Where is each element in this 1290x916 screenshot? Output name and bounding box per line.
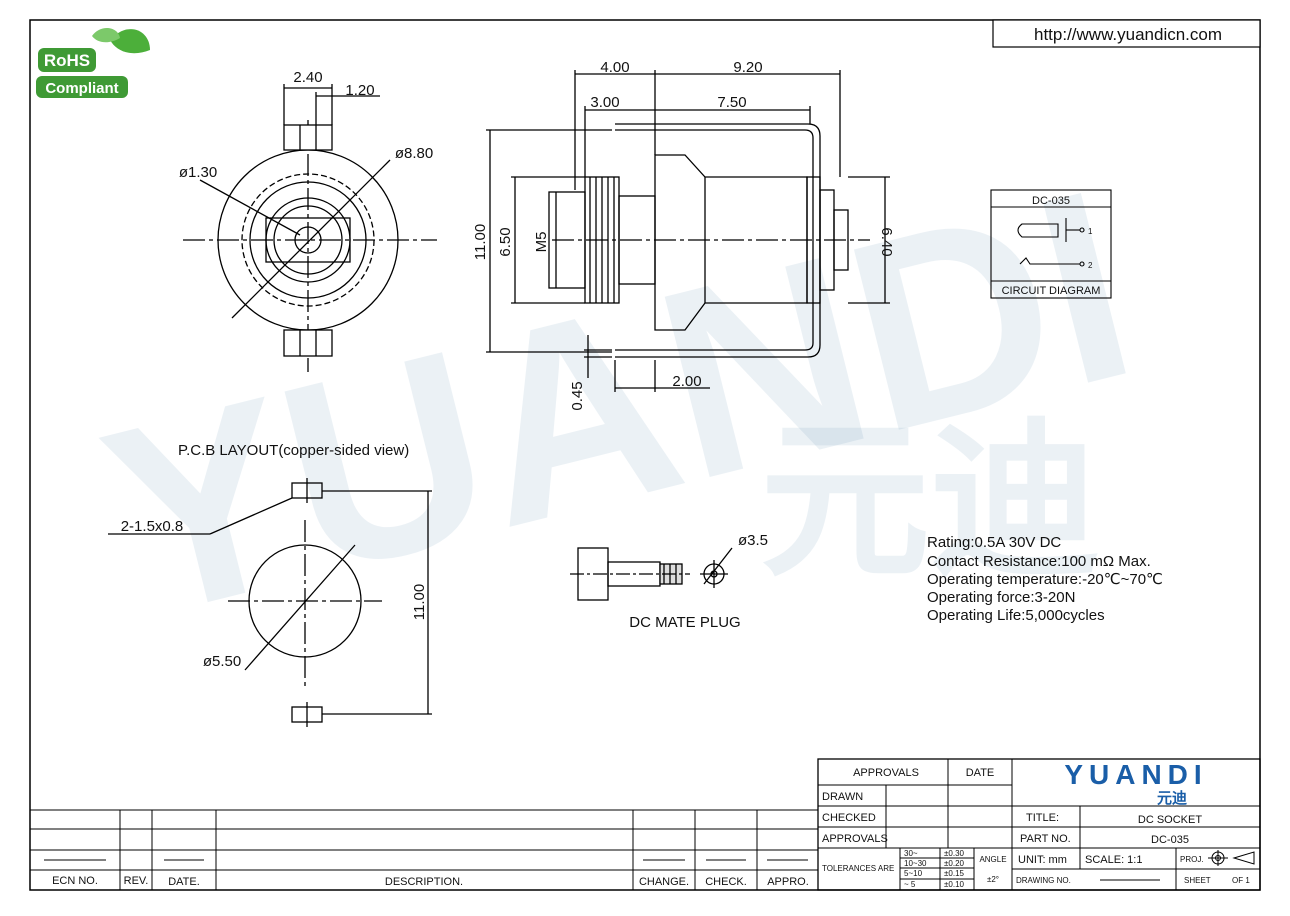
tb-tol-value-3: ±0.15 (944, 869, 965, 878)
rev-change-label: CHANGE. (639, 876, 689, 888)
spec-rating: Rating:0.5A 30V DC (927, 534, 1061, 551)
rohs-text: RoHS (44, 51, 90, 70)
plug-dia-dim: ø3.5 (738, 532, 768, 549)
sheet-border (29, 19, 1261, 891)
tb-unit: UNIT: mm (1018, 854, 1067, 866)
side-dim-4-00: 4.00 (600, 59, 629, 76)
side-dim-0-45: 0.45 (569, 381, 586, 410)
spec-list: Rating:0.5A 30V DC Contact Resistance:10… (927, 534, 1163, 624)
circuit-pin2: 2 (1088, 261, 1093, 270)
url-text: http://www.yuandicn.com (1034, 25, 1222, 44)
front-dim-1-20: 1.20 (345, 82, 374, 99)
pcb-title: P.C.B LAYOUT(copper-sided view) (178, 442, 409, 459)
tb-brand-logo: YUANDI (1064, 759, 1207, 790)
tb-title-value: DC SOCKET (1138, 814, 1202, 826)
pcb-layout (108, 478, 432, 727)
side-dim-3-00: 3.00 (590, 94, 619, 111)
pcb-height-dim: 11.00 (411, 584, 428, 620)
tb-tol-range-3: 5~10 (904, 869, 923, 878)
side-dim-7-50: 7.50 (717, 94, 746, 111)
rev-ecn-label: ECN NO. (52, 875, 98, 887)
rev-desc-label: DESCRIPTION. (385, 876, 463, 888)
mate-plug (570, 547, 733, 601)
compliant-text: Compliant (45, 80, 118, 97)
side-dim-m5: M5 (533, 232, 550, 253)
spec-force: Operating force:3-20N (927, 589, 1075, 606)
watermark-chinese: 元迪 (760, 407, 1100, 597)
pcb-hole-dim: ø5.50 (203, 653, 241, 670)
tb-tol-range-1: 30~ (904, 849, 918, 858)
tb-sheet: SHEET (1184, 876, 1211, 885)
tb-angle-value: ±2° (987, 875, 999, 884)
circuit-caption: CIRCUIT DIAGRAM (1002, 285, 1101, 297)
side-dim-6-50: 6.50 (497, 227, 514, 256)
tb-brand-cn: 元迪 (1157, 789, 1187, 807)
tb-scale: SCALE: 1:1 (1085, 854, 1142, 866)
title-block (817, 758, 1261, 891)
tb-tol-range-4: ~ 5 (904, 880, 916, 889)
tb-angle: ANGLE (979, 855, 1006, 864)
url-box: http://www.yuandicn.com (992, 19, 1261, 48)
side-dim-9-20: 9.20 (733, 59, 762, 76)
plug-caption: DC MATE PLUG (629, 614, 740, 631)
tb-approvals: APPROVALS (822, 833, 888, 845)
tb-drawing-no: DRAWING NO. (1016, 876, 1071, 885)
spec-life: Operating Life:5,000cycles (927, 607, 1105, 624)
revision-block (30, 809, 818, 890)
tb-tol-value-1: ±0.30 (944, 849, 965, 858)
side-dim-6-40: 6.40 (878, 227, 895, 256)
tb-tol-value-4: ±0.10 (944, 880, 965, 889)
tb-part-label: PART NO. (1020, 833, 1071, 845)
rev-rev-label: REV. (124, 875, 149, 887)
side-dim-11-00: 11.00 (472, 224, 489, 260)
tb-checked: CHECKED (822, 812, 876, 824)
rev-appro-label: APPRO. (767, 876, 809, 888)
spec-temperature: Operating temperature:-20℃~70℃ (927, 571, 1163, 588)
rev-date-label: DATE. (168, 876, 200, 888)
rev-check-label: CHECK. (705, 876, 747, 888)
tb-tolerances: TOLERANCES ARE (822, 864, 894, 873)
front-dim-outer: ø8.80 (395, 145, 433, 162)
circuit-pin1: 1 (1088, 227, 1093, 236)
pcb-slot-dim: 2-1.5x0.8 (121, 518, 184, 535)
front-dim-pin: ø1.30 (179, 164, 217, 181)
circuit-title: DC-035 (1032, 195, 1070, 207)
tb-date-header: DATE (966, 767, 995, 779)
tb-drawn: DRAWN (822, 791, 863, 803)
circuit-diagram (990, 189, 1112, 299)
projection-symbol-icon (1208, 850, 1255, 866)
tb-proj-label: PROJ. (1180, 855, 1204, 864)
tb-part-value: DC-035 (1151, 834, 1189, 846)
side-view (486, 70, 890, 392)
tb-tol-value-2: ±0.20 (944, 859, 965, 868)
tb-tol-range-2: 10~30 (904, 859, 927, 868)
side-dim-2-00: 2.00 (672, 373, 701, 390)
rohs-logo: RoHS Compliant (36, 27, 150, 98)
tb-approvals-header: APPROVALS (853, 767, 919, 779)
front-view (183, 84, 437, 372)
front-dim-2-40: 2.40 (293, 69, 322, 86)
tb-title-label: TITLE: (1026, 812, 1059, 824)
spec-resistance: Contact Resistance:100 mΩ Max. (927, 553, 1151, 570)
tb-sheet-of: OF 1 (1232, 876, 1250, 885)
